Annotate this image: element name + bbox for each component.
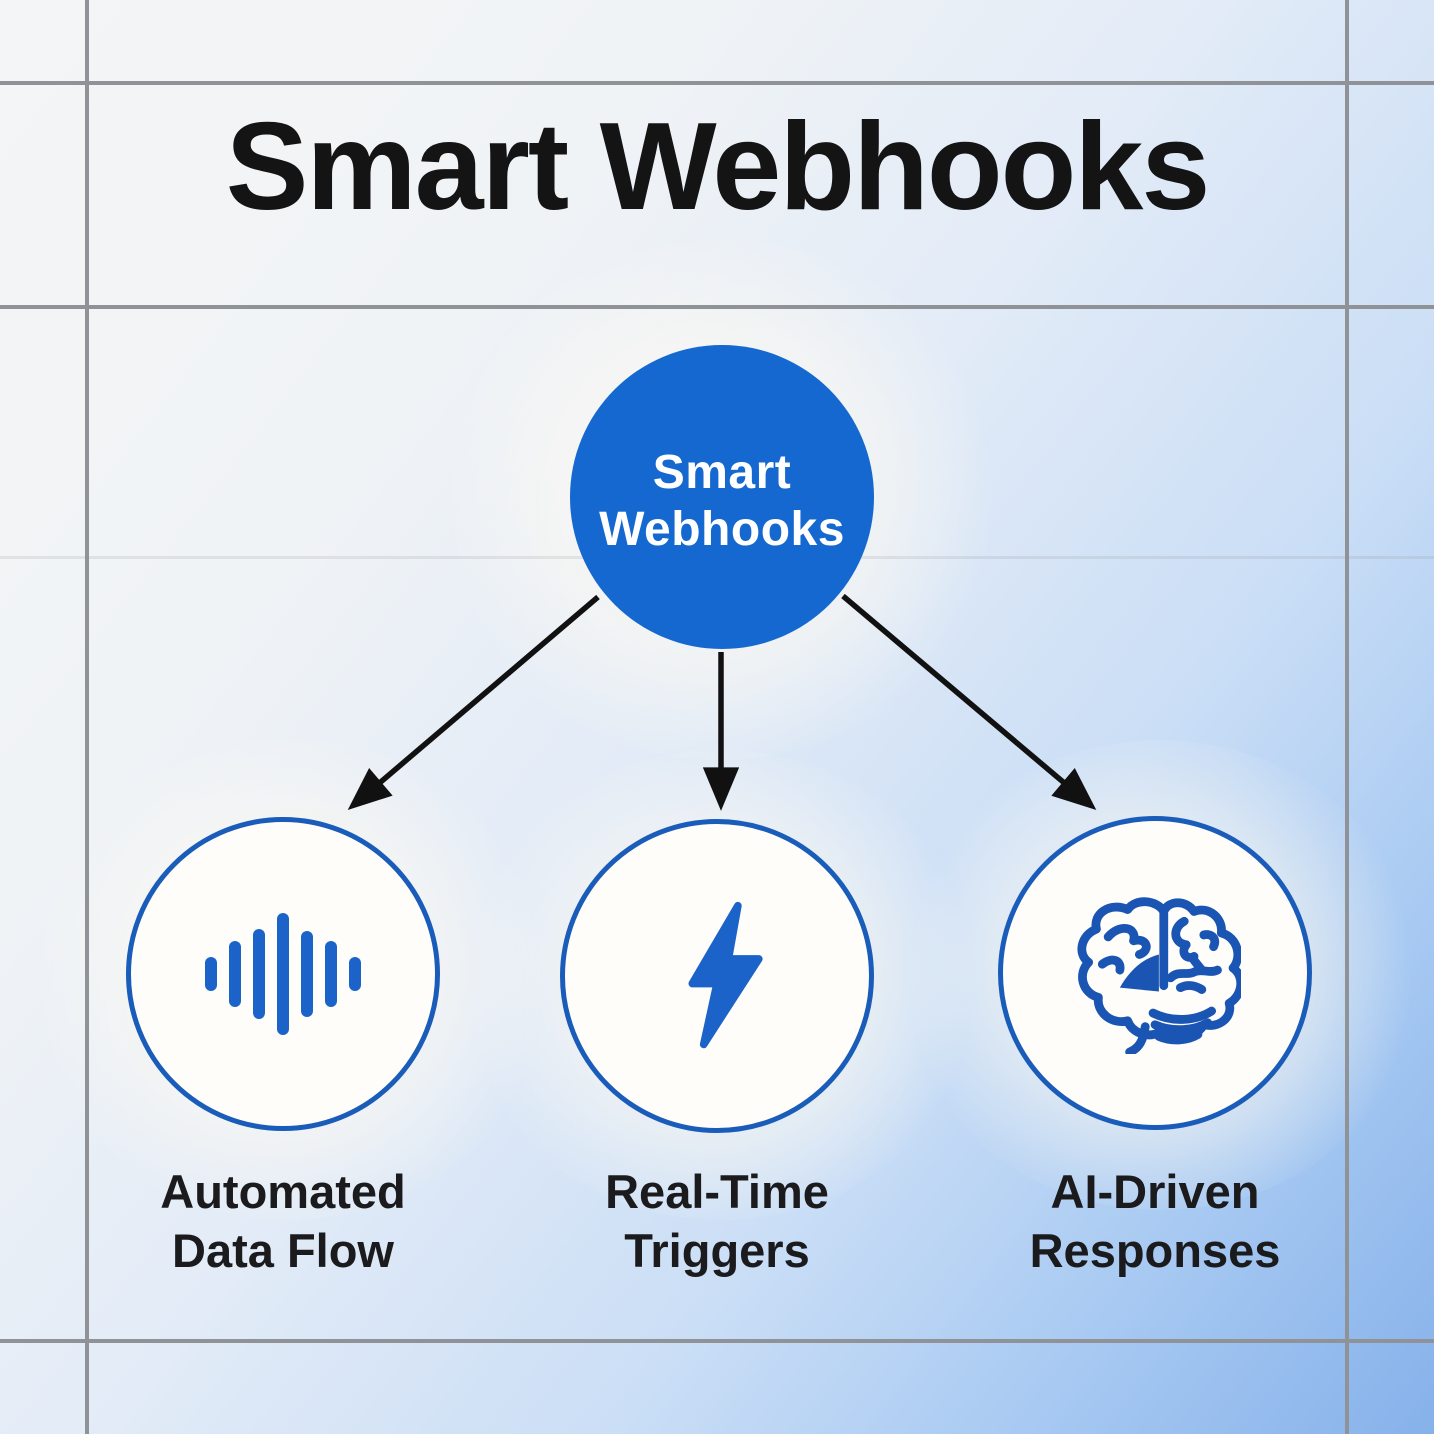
label-real-time-triggers: Real-Time Triggers [497,1162,937,1280]
grid-line-vertical-left [85,0,89,1434]
label-line: AI-Driven [1050,1165,1260,1218]
grid-line-horizontal-upper [0,305,1434,309]
grid-line-vertical-right [1345,0,1349,1434]
grid-line-horizontal-top [0,81,1434,85]
brain-icon [1077,897,1241,1054]
arrow-to-automated-data-flow [347,594,600,811]
central-node-label: Smart Webhooks [599,445,845,558]
central-node-label-line2: Webhooks [599,503,845,556]
node-ai-driven-responses [998,816,1312,1130]
arrow-to-ai-driven-responses [841,593,1097,811]
waveform-icon [205,913,361,1035]
label-line: Automated [160,1165,406,1218]
grid-line-horizontal-bottom [0,1339,1434,1343]
label-line: Data Flow [172,1224,394,1278]
label-line: Real-Time [605,1165,829,1218]
node-real-time-triggers [560,819,874,1133]
label-ai-driven-responses: AI-Driven Responses [935,1162,1375,1280]
node-automated-data-flow [126,817,440,1131]
central-node-smart-webhooks: Smart Webhooks [570,345,874,649]
central-node-label-line1: Smart [652,446,792,500]
page-title: Smart Webhooks [225,98,1211,236]
label-line: Responses [1029,1224,1281,1278]
label-automated-data-flow: Automated Data Flow [63,1162,503,1280]
label-line: Triggers [624,1224,810,1278]
lightning-icon [688,901,763,1049]
